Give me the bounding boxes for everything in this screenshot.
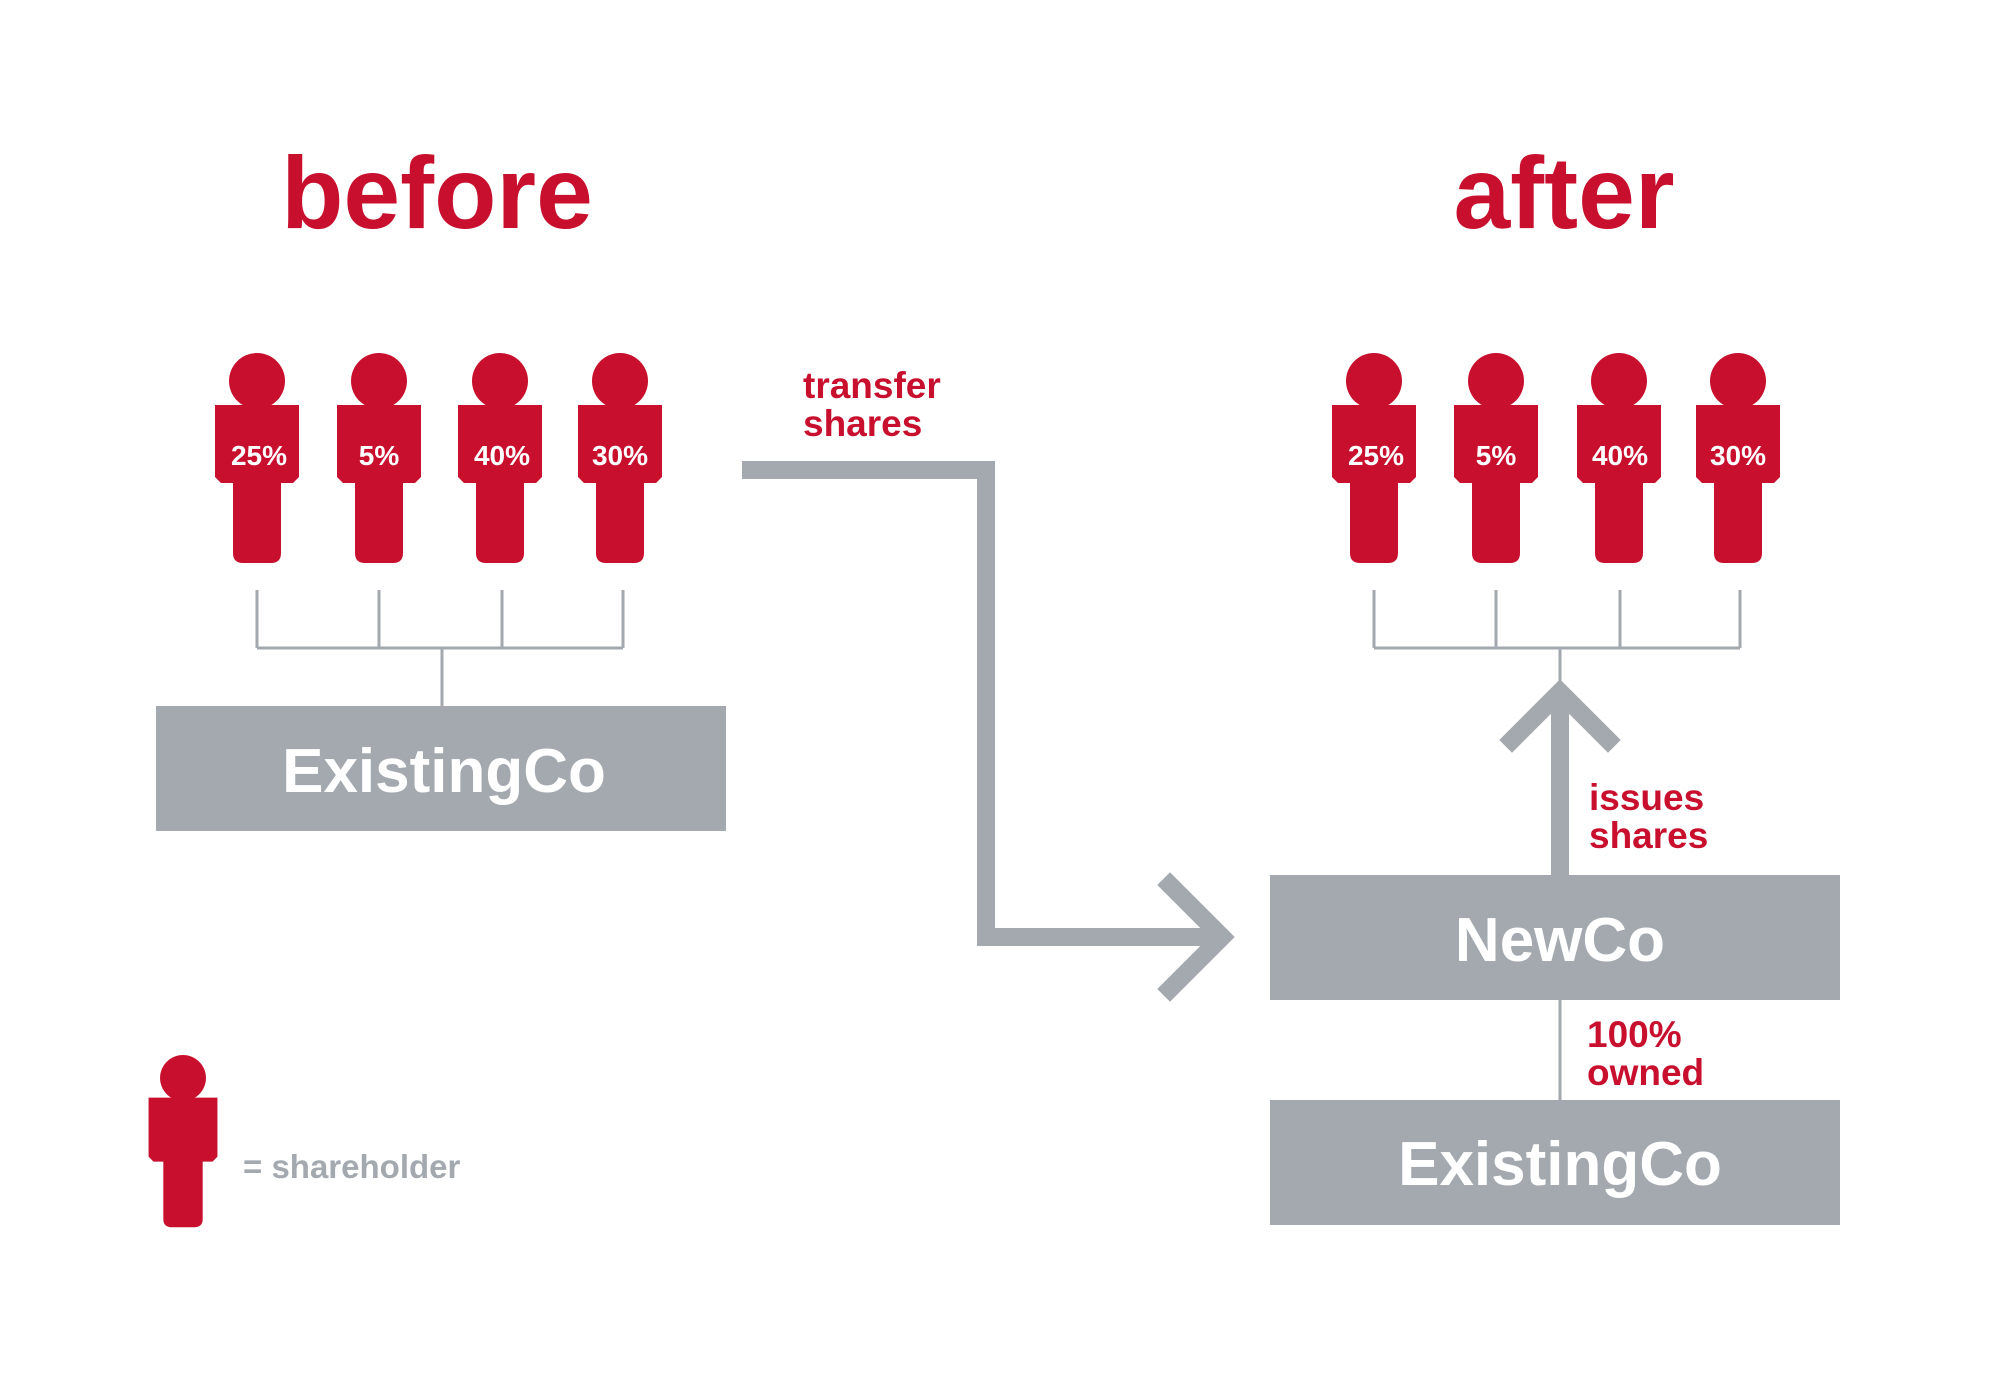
after-heading: after xyxy=(1453,136,1674,250)
newco-label: NewCo xyxy=(1455,906,1665,975)
transfer-label-line1: transfer xyxy=(803,365,941,406)
before-ownership-bracket xyxy=(255,590,625,708)
transfer-label-line2: shares xyxy=(803,403,922,444)
after-shareholder-pct: 30% xyxy=(1710,440,1766,471)
transfer-arrow xyxy=(742,461,1235,1002)
before-existingco-label: ExistingCo xyxy=(282,737,606,806)
issues-label-line2: shares xyxy=(1589,815,1708,856)
legend: = shareholder xyxy=(148,1055,460,1228)
before-heading: before xyxy=(281,136,593,250)
before-shareholder-pct: 40% xyxy=(474,440,530,471)
after-shareholder-pct: 5% xyxy=(1476,440,1517,471)
after-ownership-bracket xyxy=(1372,590,1742,690)
before-shareholder-pct: 30% xyxy=(592,440,648,471)
owned-label-line2: owned xyxy=(1587,1052,1704,1093)
before-shareholder-pct: 25% xyxy=(231,440,287,471)
before-existingco-box xyxy=(156,706,726,831)
owned-label-line1: 100% xyxy=(1587,1014,1682,1055)
issues-shares-arrow xyxy=(1499,679,1621,878)
shareholder-icon xyxy=(148,1055,218,1228)
issues-label-line1: issues xyxy=(1589,777,1704,818)
legend-label: = shareholder xyxy=(243,1148,460,1185)
before-shareholder-pct: 5% xyxy=(359,440,400,471)
after-shareholder-pct: 25% xyxy=(1348,440,1404,471)
after-shareholder-pct: 40% xyxy=(1592,440,1648,471)
newco-box xyxy=(1270,875,1840,1000)
after-existingco-box xyxy=(1270,1100,1840,1225)
after-existingco-label: ExistingCo xyxy=(1398,1130,1722,1199)
